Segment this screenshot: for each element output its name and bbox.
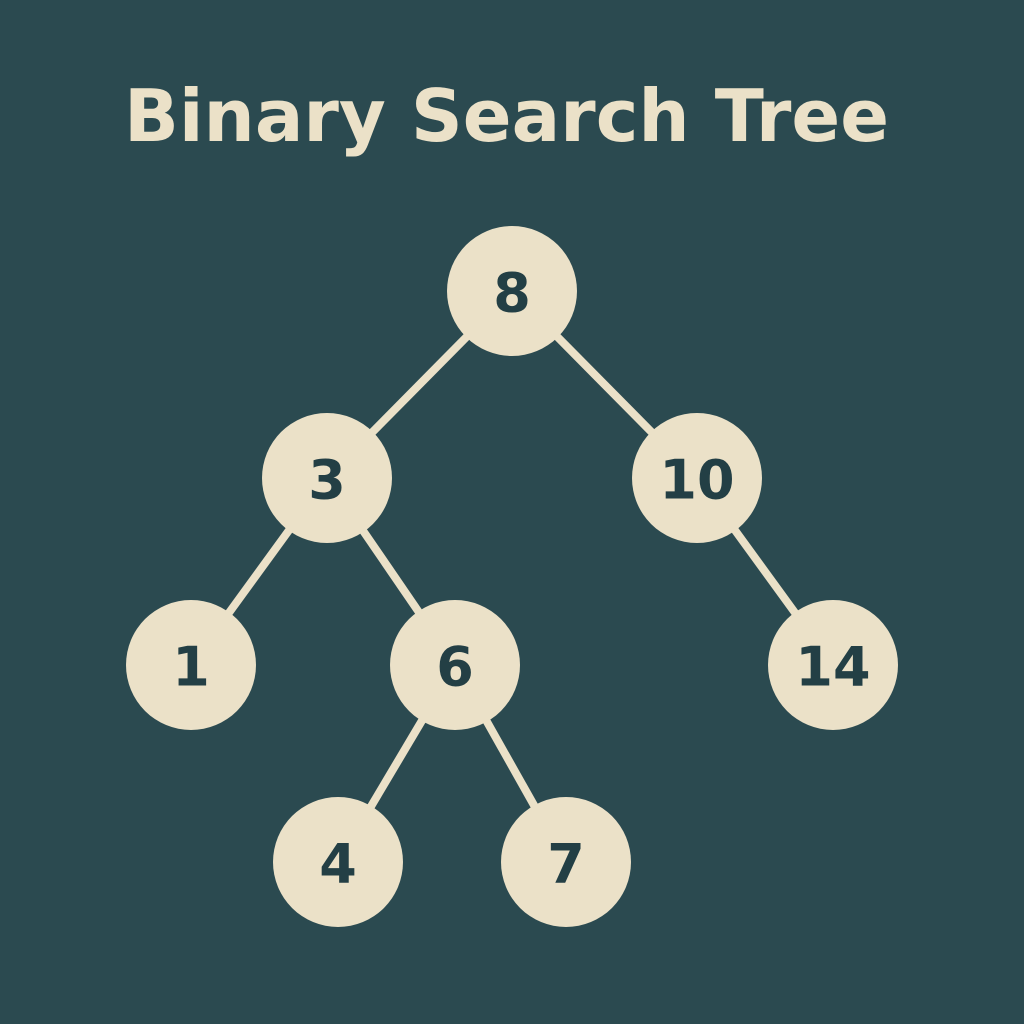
node-label: 10 xyxy=(659,449,734,512)
tree-node-7: 7 xyxy=(501,797,631,927)
edge-n8-n3 xyxy=(367,331,472,438)
node-circle xyxy=(768,600,898,730)
nodes-layer: 8 3 10 1 6 14 4 7 xyxy=(126,226,898,927)
node-circle xyxy=(390,600,520,730)
edges-layer xyxy=(223,331,801,812)
node-circle xyxy=(262,413,392,543)
node-label: 3 xyxy=(308,449,346,512)
node-circle xyxy=(632,413,762,543)
edge-n8-n10 xyxy=(552,331,657,438)
edge-n3-n6 xyxy=(358,526,424,617)
node-circle xyxy=(273,797,403,927)
edge-n6-n4 xyxy=(365,715,428,812)
node-circle xyxy=(126,600,256,730)
node-label: 1 xyxy=(172,636,210,699)
edge-n3-n1 xyxy=(223,524,295,619)
node-label: 7 xyxy=(547,833,585,896)
tree-node-14: 14 xyxy=(768,600,898,730)
node-label: 6 xyxy=(436,636,474,699)
tree-node-10: 10 xyxy=(632,413,762,543)
diagram-title: Binary Search Tree xyxy=(124,74,890,158)
node-circle xyxy=(447,226,577,356)
tree-node-4: 4 xyxy=(273,797,403,927)
node-label: 8 xyxy=(493,262,531,325)
tree-node-3: 3 xyxy=(262,413,392,543)
tree-node-8: 8 xyxy=(447,226,577,356)
node-circle xyxy=(501,797,631,927)
edge-n6-n7 xyxy=(481,716,540,811)
node-label: 4 xyxy=(319,833,357,896)
node-label: 14 xyxy=(795,636,870,699)
edge-n10-n14 xyxy=(729,524,801,619)
tree-node-1: 1 xyxy=(126,600,256,730)
tree-node-6: 6 xyxy=(390,600,520,730)
